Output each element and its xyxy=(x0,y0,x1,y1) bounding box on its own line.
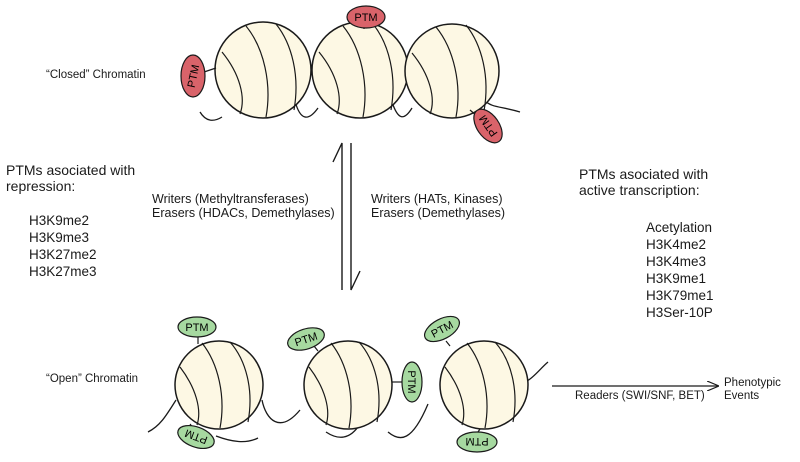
closed-nucleosome-3 xyxy=(404,23,500,119)
arrow-up xyxy=(332,142,343,290)
activation-heading-line: active transcription: xyxy=(579,182,700,199)
ptm-label: PTM xyxy=(185,322,208,334)
closed-chromatin: PTM PTM PTM xyxy=(180,5,521,144)
ptm-tag-open-1: PTM xyxy=(177,316,217,344)
activation-mark: Acetylation xyxy=(646,220,713,235)
closed-nucleosome-1 xyxy=(214,21,312,119)
activation-heading: PTMs asociated with active transcription… xyxy=(579,166,708,198)
ptm-tag-open-4: PTM xyxy=(392,361,423,403)
open-nucleosome-3 xyxy=(439,340,529,430)
closed-dna-strand xyxy=(199,99,521,121)
closed-nucleosome-2 xyxy=(311,21,409,119)
ptm-tag-open-3: PTM xyxy=(287,327,325,352)
activation-marks-list: Acetylation H3K4me2 H3K4me3 H3K9me1 H3K7… xyxy=(646,219,714,321)
ptm-tag-open-5: PTM xyxy=(423,315,461,347)
readers-label: Readers (SWI/SNF, BET) xyxy=(575,390,705,402)
ptm-tag-closed-2: PTM xyxy=(346,5,386,29)
ptm-label: PTM xyxy=(405,370,417,393)
ptm-label: PTM xyxy=(465,435,488,447)
open-nucleosome-2 xyxy=(303,340,393,430)
left-writers-label: Writers (Methyltransferases) xyxy=(152,192,309,206)
ptm-tag-closed-3: PTM xyxy=(469,108,503,144)
repression-marks-list: H3K9me2 H3K9me3 H3K27me2 H3K27me3 xyxy=(29,212,97,280)
right-writers-label: Writers (HATs, Kinases) xyxy=(371,192,503,206)
right-erasers-label: Erasers (Demethylases) xyxy=(371,206,506,221)
activation-mark: H3K9me1 xyxy=(646,271,707,286)
right-enzymes: Writers (HATs, Kinases) Erasers (Demethy… xyxy=(371,192,505,221)
repression-mark: H3K9me3 xyxy=(29,230,90,245)
equilibrium-arrows xyxy=(332,142,361,291)
left-enzymes: Writers (Methyltransferases) Erasers (HD… xyxy=(152,192,335,221)
closed-chromatin-label: “Closed” Chromatin xyxy=(46,69,146,81)
open-chromatin: PTM PTM PTM PTM PTM xyxy=(147,315,549,453)
outcome-line: Events xyxy=(724,390,760,402)
repression-heading-line: PTMs asociated with xyxy=(6,162,136,178)
activation-mark: H3K4me3 xyxy=(646,254,707,269)
repression-heading-line: repression: xyxy=(6,178,76,195)
repression-heading: PTMs asociated with repression: xyxy=(6,162,135,194)
activation-heading-line: PTMs asociated with xyxy=(579,166,709,182)
outcome-line: Phenotypic xyxy=(724,377,781,389)
left-erasers-label: Erasers (HDACs, Demethylases) xyxy=(152,206,335,221)
open-chromatin-label: “Open” Chromatin xyxy=(46,373,139,385)
ptm-tag-closed-1: PTM xyxy=(180,54,217,98)
ptm-tag-open-2: PTM xyxy=(177,423,215,450)
repression-mark: H3K27me2 xyxy=(29,247,97,262)
ptm-label: PTM xyxy=(354,12,377,24)
ptm-tag-open-6: PTM xyxy=(456,428,498,453)
arrow-down xyxy=(350,143,361,291)
ptm-label: PTM xyxy=(186,64,203,89)
activation-mark: H3K4me2 xyxy=(646,237,707,252)
phenotypic-events-label: Phenotypic Events xyxy=(724,377,781,403)
repression-mark: H3K9me2 xyxy=(29,213,90,228)
activation-mark: H3K79me1 xyxy=(646,288,714,303)
open-nucleosome-1 xyxy=(174,340,264,430)
activation-mark: H3Ser-10P xyxy=(646,305,713,320)
repression-mark: H3K27me3 xyxy=(29,264,97,279)
